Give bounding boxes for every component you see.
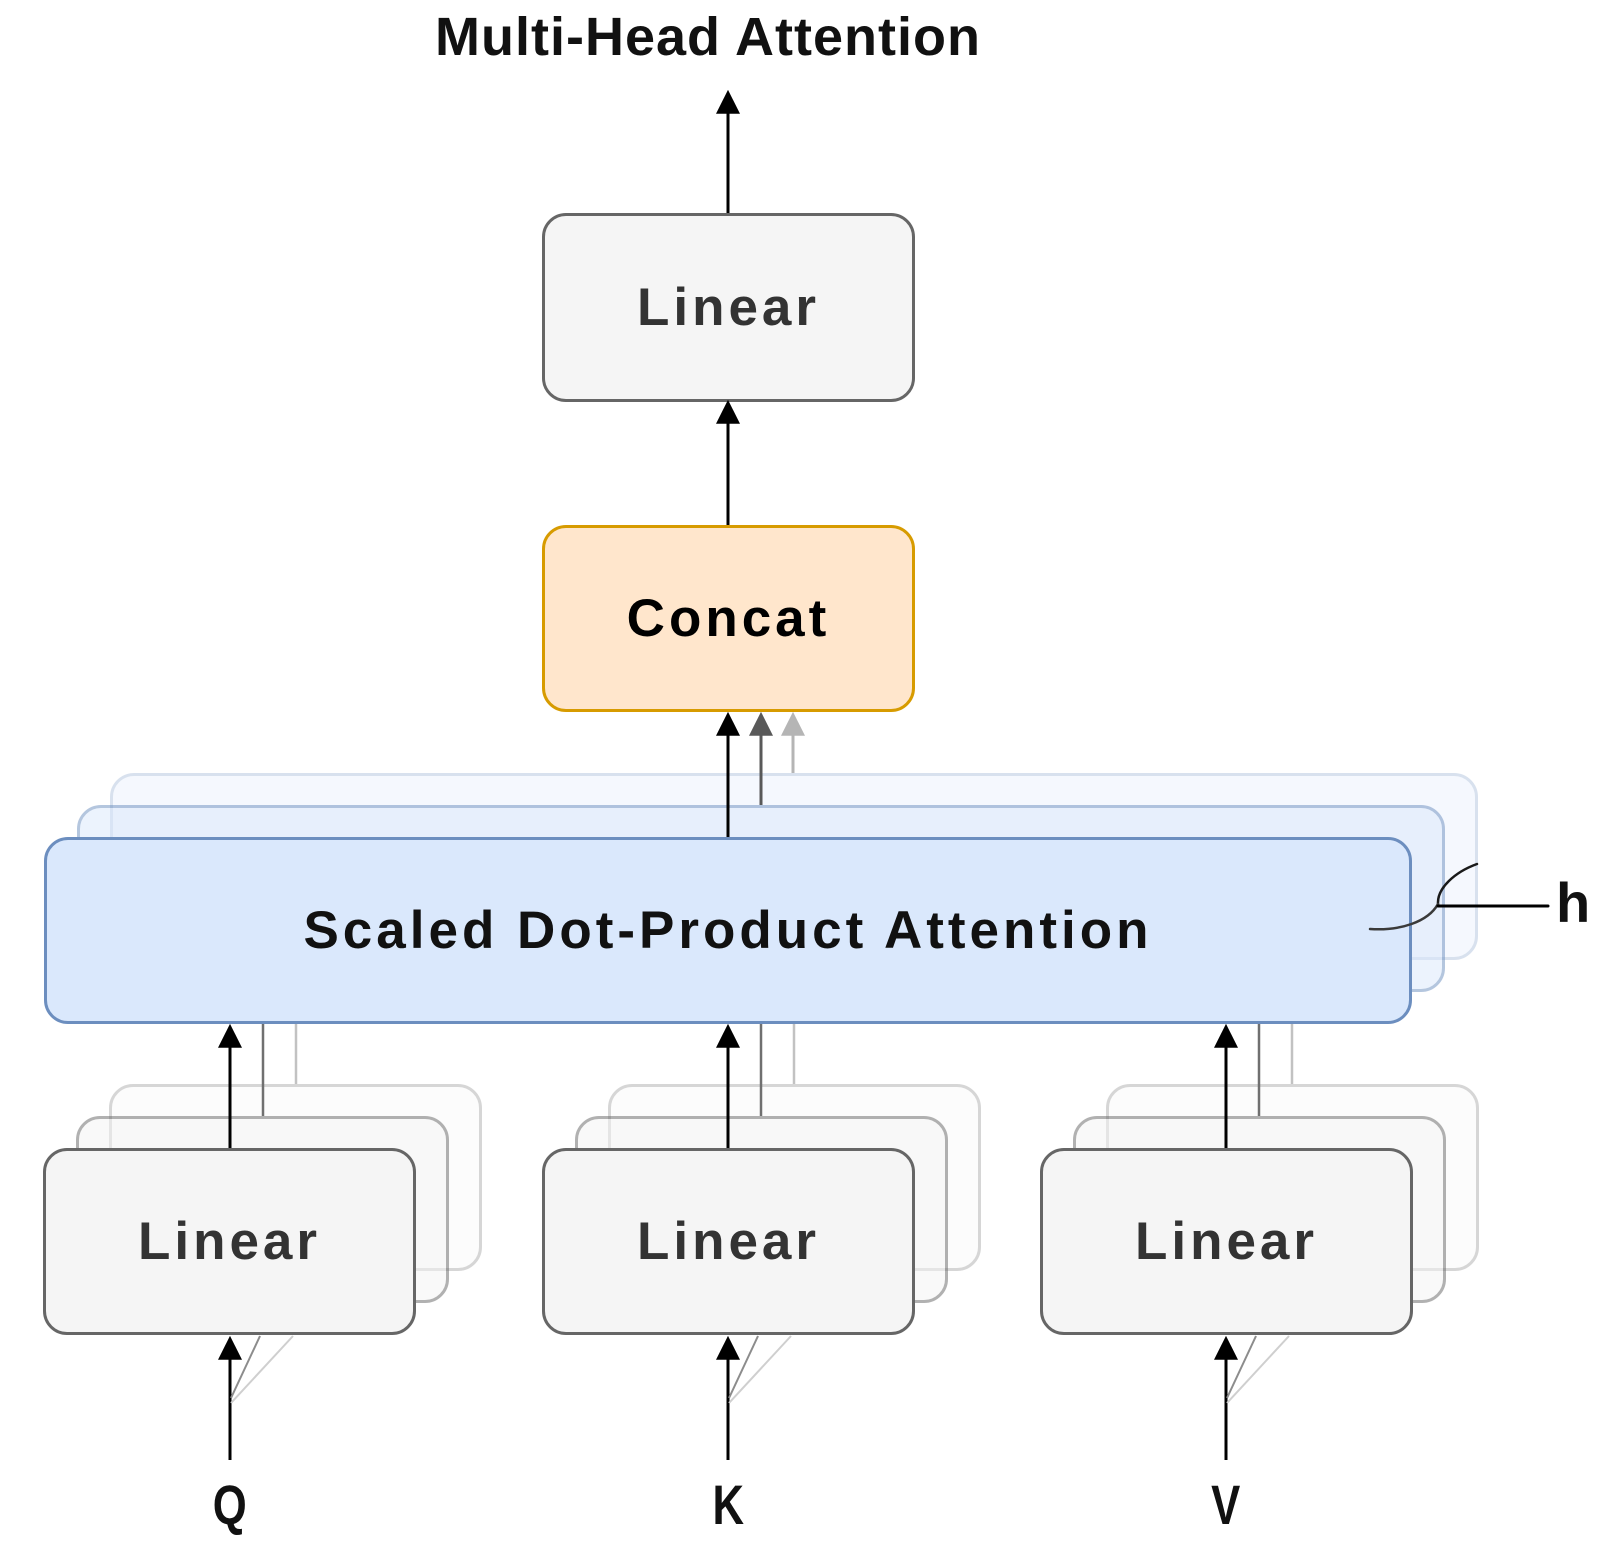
- linear-q-box: Linear: [43, 1148, 416, 1335]
- fan-input-k-head3: [728, 1335, 792, 1404]
- num-heads-label: h: [1556, 871, 1591, 934]
- concat-box: Concat: [542, 525, 915, 712]
- attention-box: Scaled Dot-Product Attention: [44, 837, 1412, 1024]
- fan-input-v-head3: [1226, 1335, 1290, 1404]
- linear-v-box: Linear: [1040, 1148, 1413, 1335]
- input-q-label: Q: [213, 1473, 247, 1536]
- fan-input-v-head2: [1226, 1335, 1257, 1399]
- linear-q-label: Linear: [137, 1212, 322, 1271]
- linear-k-label: Linear: [636, 1212, 821, 1271]
- output-linear-box: Linear: [542, 213, 915, 402]
- concat-label: Concat: [626, 589, 831, 648]
- fan-input-k-head2: [728, 1335, 759, 1399]
- diagram-title: Multi-Head Attention: [435, 7, 981, 67]
- input-k-label: K: [712, 1473, 744, 1536]
- input-v-label: V: [1211, 1473, 1241, 1536]
- fan-input-q-head3: [230, 1335, 294, 1404]
- output-linear-label: Linear: [636, 278, 821, 337]
- linear-k-box: Linear: [542, 1148, 915, 1335]
- linear-v-label: Linear: [1134, 1212, 1319, 1271]
- fan-input-q-head2: [230, 1335, 261, 1399]
- attention-box-label: Scaled Dot-Product Attention: [303, 901, 1153, 960]
